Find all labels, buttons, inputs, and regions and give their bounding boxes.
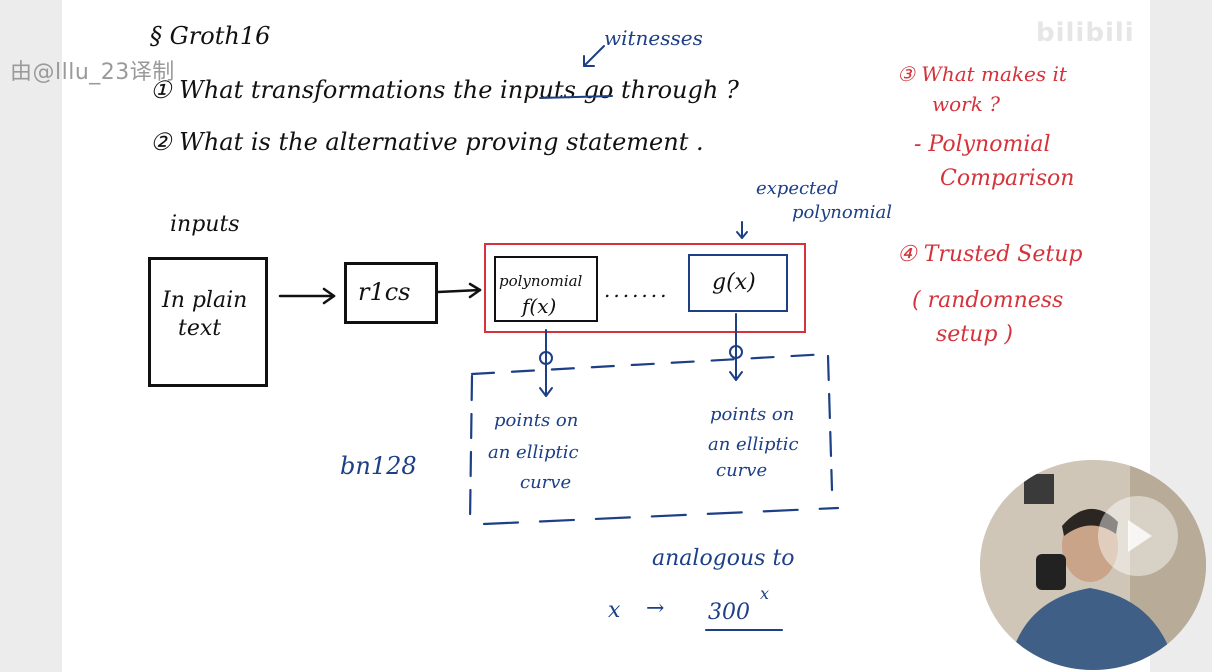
inputs-label: inputs xyxy=(170,212,240,237)
gx-label: g(x) xyxy=(712,270,756,295)
polynomial-container xyxy=(484,243,806,333)
q4-sub-line2: setup ) xyxy=(936,322,1013,347)
heading-groth16: § Groth16 xyxy=(150,22,271,50)
question-4: ④ Trusted Setup xyxy=(897,242,1083,267)
dashed-bottom xyxy=(482,506,840,526)
points-left-line2: an elliptic xyxy=(488,442,579,463)
annotation-witnesses: witnesses xyxy=(604,26,703,50)
arrowhead-gx-down xyxy=(729,371,743,381)
arrowhead-inputs-to-r1cs xyxy=(322,287,336,305)
q3-bullet-line1: - Polynomial xyxy=(914,132,1051,157)
dashed-top xyxy=(470,352,830,376)
dashed-right xyxy=(826,354,834,492)
analogous-label: analogous to xyxy=(652,546,795,571)
question-3-line1: ③ What makes it xyxy=(897,62,1067,86)
inputs-box xyxy=(148,257,268,387)
webcam-person-illustration xyxy=(980,460,1206,670)
bilibili-watermark: bilibili xyxy=(1036,18,1135,48)
arrow-r1cs-to-polynomial xyxy=(436,288,482,294)
points-right-line2: an elliptic xyxy=(708,434,799,455)
whiteboard-canvas xyxy=(62,0,1150,672)
expected-polynomial-label: polynomial xyxy=(792,202,893,223)
r1cs-box xyxy=(344,262,438,324)
power-exponent: x xyxy=(760,584,770,603)
question-2: ② What is the alternative proving statem… xyxy=(150,128,704,156)
webcam-overlay xyxy=(980,460,1206,670)
arrowhead-r1cs-to-polynomial xyxy=(468,282,482,299)
subtitle-credit: 由@lllu_23译制 xyxy=(10,60,175,85)
node-gx xyxy=(729,345,743,359)
q3-bullet-line2: Comparison xyxy=(940,166,1075,191)
question-1: ① What transformations the inputs go thr… xyxy=(150,76,739,104)
maps-to-arrow: → xyxy=(646,596,665,621)
expected-label: expected xyxy=(756,178,839,199)
underline-inputs xyxy=(539,95,613,99)
gx-box xyxy=(688,254,788,312)
arrowhead-expected xyxy=(736,231,748,239)
inputs-box-line1: In plain xyxy=(162,288,248,313)
q4-sub-line1: ( randomness xyxy=(912,288,1064,313)
polynomial-fx-label: f(x) xyxy=(522,294,557,318)
arrow-witnesses xyxy=(583,45,605,67)
points-right-line1: points on xyxy=(710,404,795,425)
points-left-line1: points on xyxy=(494,410,579,431)
arrowhead-fx-down xyxy=(539,387,553,397)
power-base: 300 xyxy=(708,600,750,625)
x-label: x xyxy=(608,598,621,623)
node-fx xyxy=(539,351,553,365)
points-left-line3: curve xyxy=(520,472,572,493)
dashed-left xyxy=(468,374,474,524)
polynomial-label: polynomial xyxy=(499,272,583,290)
bn128-label: bn128 xyxy=(340,452,417,480)
inputs-box-line2: text xyxy=(178,316,222,341)
polynomial-box xyxy=(494,256,598,322)
points-right-line3: curve xyxy=(716,460,768,481)
arrowhead-witnesses xyxy=(583,55,595,67)
ellipsis-dots: ....... xyxy=(604,278,670,302)
question-3-line2: work ? xyxy=(932,92,1000,116)
r1cs-label: r1cs xyxy=(358,278,411,306)
